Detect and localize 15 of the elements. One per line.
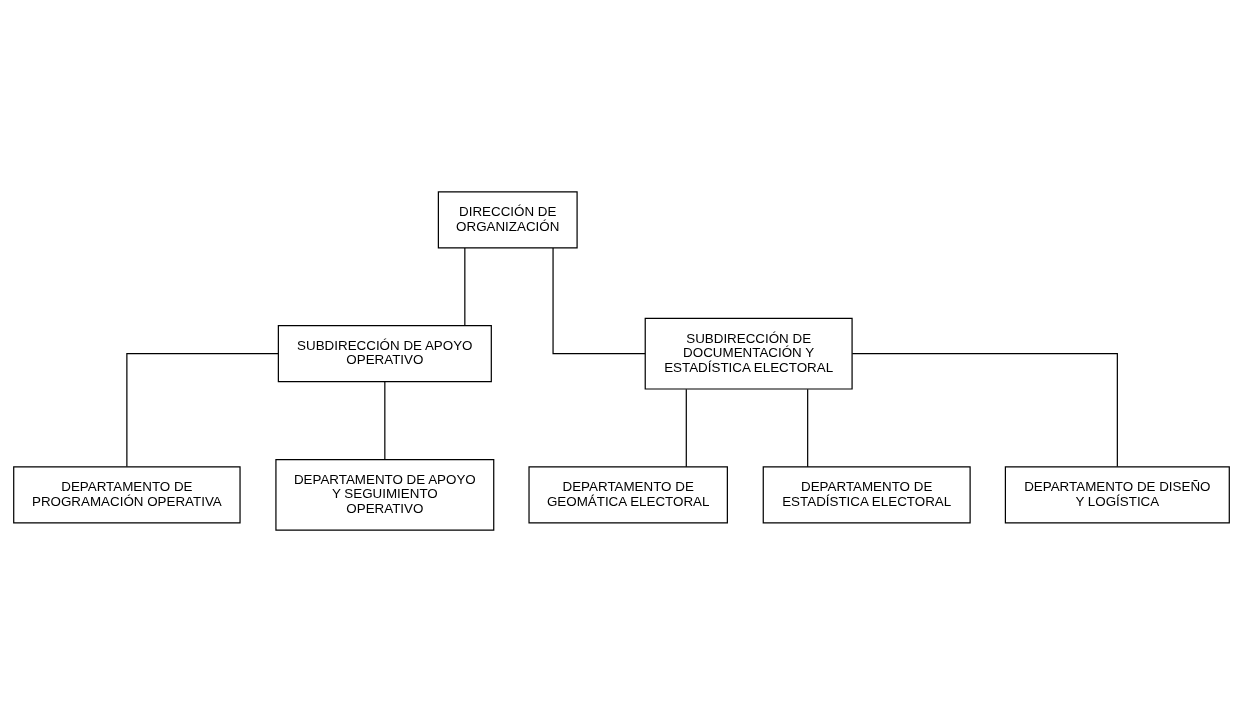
node-box: DEPARTAMENTO DE ESTADÍSTICA ELECTORAL bbox=[762, 466, 971, 524]
connector bbox=[384, 381, 386, 460]
node-box: SUBDIRECCIÓN DE APOYO OPERATIVO bbox=[277, 325, 492, 383]
node-box: DEPARTAMENTO DE DISEÑO Y LOGÍSTICA bbox=[1004, 466, 1230, 524]
node-box: DEPARTAMENTO DE APOYO Y SEGUIMIENTO OPERATIVO bbox=[275, 458, 495, 531]
connector bbox=[807, 388, 809, 468]
connector bbox=[685, 388, 687, 468]
connector bbox=[552, 247, 646, 355]
connector bbox=[464, 247, 466, 327]
connector bbox=[126, 353, 279, 468]
node-box: DIRECCIÓN DE ORGANIZACIÓN bbox=[437, 191, 578, 249]
connector bbox=[851, 353, 1118, 468]
node-box: DEPARTAMENTO DE PROGRAMACIÓN OPERATIVA bbox=[13, 466, 241, 524]
node-box: SUBDIRECCIÓN DE DOCUMENTACIÓN Y ESTADÍSTICA ELECTORAL bbox=[644, 317, 853, 390]
node-box: DEPARTAMENTO DE GEOMÁTICA ELECTORAL bbox=[528, 466, 728, 524]
